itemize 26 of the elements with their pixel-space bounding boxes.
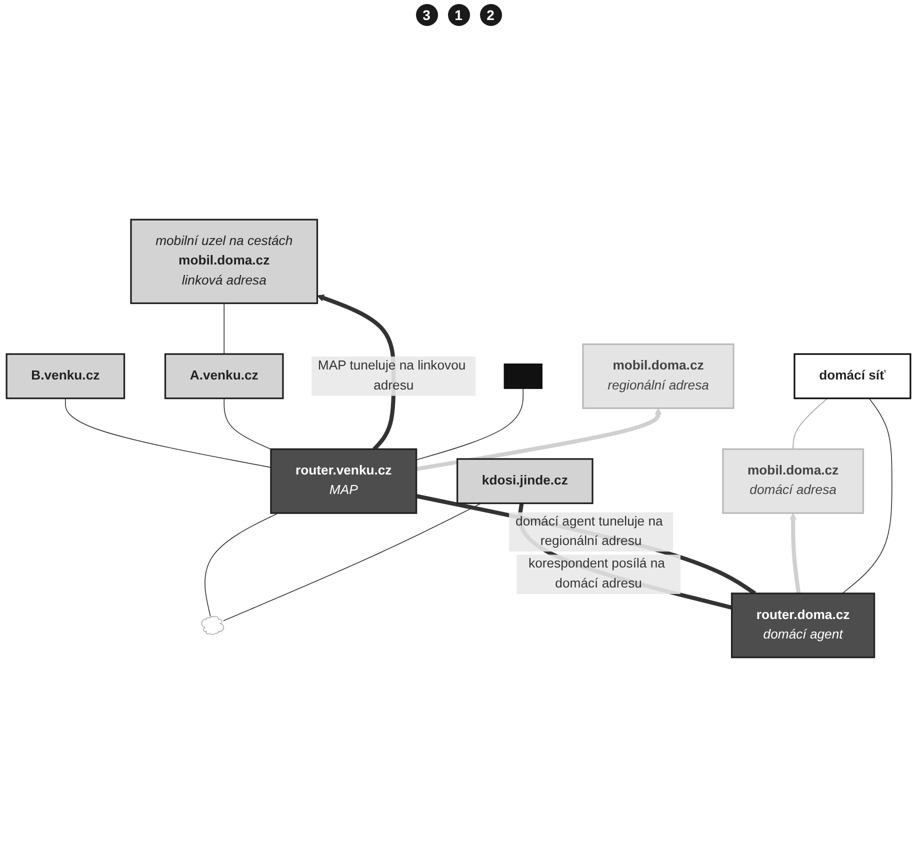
node-box: mobilní uzel na cestách mobil.doma.cz linková adresa <box>130 218 318 304</box>
node-box: domácí síť <box>794 353 912 400</box>
arrow <box>416 408 662 472</box>
connector <box>416 388 524 460</box>
node-box: A.venku.cz <box>164 353 284 400</box>
callout-number: 3 <box>416 4 438 26</box>
arrow <box>789 512 801 594</box>
connector <box>842 398 892 594</box>
edge-label: korespondent posílá na domácí adresu <box>528 557 665 591</box>
edge-label: MAP tuneluje na linkovou adresu <box>318 358 466 393</box>
node-box: router.doma.cz domácí agent <box>730 592 876 658</box>
node-box: router.venku.cz MAP <box>270 448 418 514</box>
connector <box>792 398 828 450</box>
connector <box>224 302 225 354</box>
node-box: mobil.doma.cz domácí adresa <box>722 448 864 514</box>
connector <box>223 502 482 622</box>
connector <box>204 512 279 617</box>
connector <box>65 398 272 468</box>
node-box: kdosi.jinde.cz <box>456 458 594 504</box>
connector <box>224 398 272 450</box>
node-cloud <box>201 616 224 636</box>
callout-number: 1 <box>448 4 470 26</box>
node-box: B.venku.cz <box>6 353 126 400</box>
callout-number: 2 <box>480 4 502 26</box>
node-box: mobil.doma.cz regionální adresa <box>582 343 734 409</box>
connector <box>416 494 756 596</box>
